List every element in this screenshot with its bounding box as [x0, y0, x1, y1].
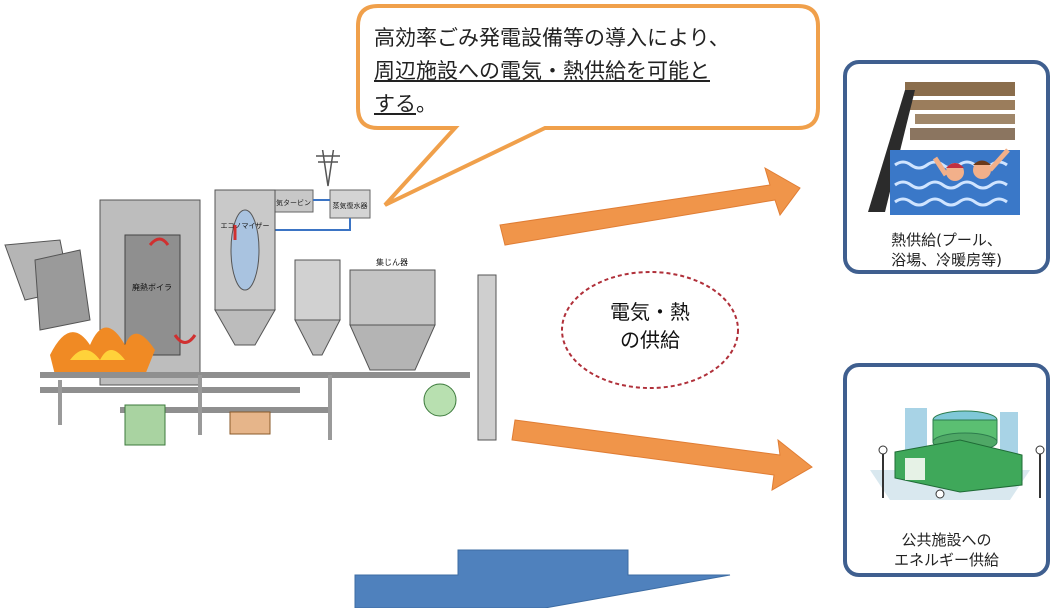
heat-supply-line-1: 熱供給(プール、 [891, 231, 1002, 249]
callout-line-3-underlined: する [374, 92, 416, 116]
callout-line-3: する。 [374, 88, 814, 121]
electricity-heat-supply-label: 電気・熱 の供給 [560, 298, 740, 354]
label-condenser: 蒸気復水器 [333, 201, 368, 210]
callout-line-1: 高効率ごみ発電設備等の導入により、 [374, 26, 730, 50]
callout-line-3-tail: 。 [416, 92, 437, 116]
callout-line-2: 周辺施設への電気・熱供給を可能と [374, 59, 710, 83]
incineration-plant-diagram: 蒸気タービン 蒸気復水器 廃熱ボイラ エコノマイザー 集じん器 [4, 150, 497, 446]
heat-supply-line-2: 浴場、冷暖房等) [891, 251, 1002, 269]
callout-bubble [356, 4, 820, 207]
arrow-to-public-facility [511, 419, 813, 491]
center-label-line-1: 電気・熱 [610, 300, 690, 324]
public-facility-line-1: 公共施設への [901, 531, 992, 549]
public-facility-line-2: エネルギー供給 [893, 551, 999, 569]
public-facility-card: 公共施設への エネルギー供給 [845, 530, 1048, 570]
public-facility-clipart [870, 408, 1045, 500]
pool-clipart [865, 76, 1025, 221]
power-pylon [316, 150, 340, 187]
label-dust-collector: 集じん器 [376, 257, 408, 267]
arrow-to-heat-supply [499, 166, 801, 246]
supply-ellipse [561, 271, 739, 389]
arrow-down [354, 549, 731, 608]
label-turbine: 蒸気タービン [269, 198, 311, 207]
center-label-line-2: の供給 [620, 328, 680, 352]
label-economizer: エコノマイザー [221, 222, 270, 230]
heat-supply-card: 熱供給(プール、 浴場、冷暖房等) [845, 230, 1048, 270]
callout-text: 高効率ごみ発電設備等の導入により、 周辺施設への電気・熱供給を可能と する。 [374, 22, 814, 121]
label-waste-heat-boiler: 廃熱ボイラ [132, 282, 172, 292]
